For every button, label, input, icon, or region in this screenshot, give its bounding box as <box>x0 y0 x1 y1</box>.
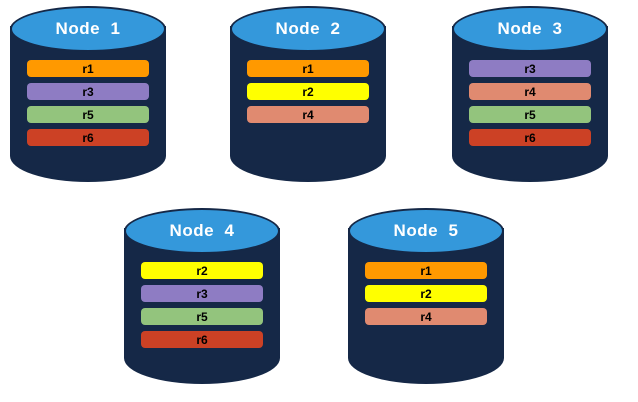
shard-r1[interactable]: r1 <box>247 60 369 77</box>
shard-r5[interactable]: r5 <box>27 106 149 123</box>
shard-list: r1 r2 r4 <box>348 254 504 325</box>
database-node-5[interactable]: Node 5 r1 r2 r4 <box>348 208 504 384</box>
shard-list: r3 r4 r5 r6 <box>452 52 608 146</box>
shard-r2[interactable]: r2 <box>365 285 487 302</box>
shard-r2[interactable]: r2 <box>141 262 263 279</box>
cylinder-top-ellipse <box>230 6 386 52</box>
shard-r3[interactable]: r3 <box>27 83 149 100</box>
shard-r6[interactable]: r6 <box>141 331 263 348</box>
shard-r6[interactable]: r6 <box>27 129 149 146</box>
database-node-4[interactable]: Node 4 r2 r3 r5 r6 <box>124 208 280 384</box>
shard-r3[interactable]: r3 <box>469 60 591 77</box>
shard-list: r2 r3 r5 r6 <box>124 254 280 348</box>
shard-r1[interactable]: r1 <box>365 262 487 279</box>
shard-list: r1 r2 r4 <box>230 52 386 123</box>
node-label: Node 3 <box>497 19 563 38</box>
shard-r4[interactable]: r4 <box>469 83 591 100</box>
database-node-1[interactable]: Node 1 r1 r3 r5 r6 <box>10 6 166 182</box>
shard-r4[interactable]: r4 <box>247 106 369 123</box>
cylinder-body <box>124 228 280 384</box>
shard-r6[interactable]: r6 <box>469 129 591 146</box>
shard-list: r1 r3 r5 r6 <box>10 52 166 146</box>
node-label: Node 4 <box>169 221 235 240</box>
shard-r3[interactable]: r3 <box>141 285 263 302</box>
shard-r1[interactable]: r1 <box>27 60 149 77</box>
database-node-2[interactable]: Node 2 r1 r2 r4 <box>230 6 386 182</box>
cylinder-top-ellipse <box>452 6 608 52</box>
node-label: Node 1 <box>55 19 121 38</box>
cylinder-top-ellipse <box>348 208 504 254</box>
cylinder-top-ellipse <box>124 208 280 254</box>
shard-r5[interactable]: r5 <box>141 308 263 325</box>
shard-r5[interactable]: r5 <box>469 106 591 123</box>
node-label: Node 2 <box>275 19 341 38</box>
cylinder-top-ellipse <box>10 6 166 52</box>
cylinder-body <box>452 26 608 182</box>
cylinder-body <box>230 26 386 182</box>
node-label: Node 5 <box>393 221 459 240</box>
database-node-3[interactable]: Node 3 r3 r4 r5 r6 <box>452 6 608 182</box>
shard-r2[interactable]: r2 <box>247 83 369 100</box>
shard-r4[interactable]: r4 <box>365 308 487 325</box>
